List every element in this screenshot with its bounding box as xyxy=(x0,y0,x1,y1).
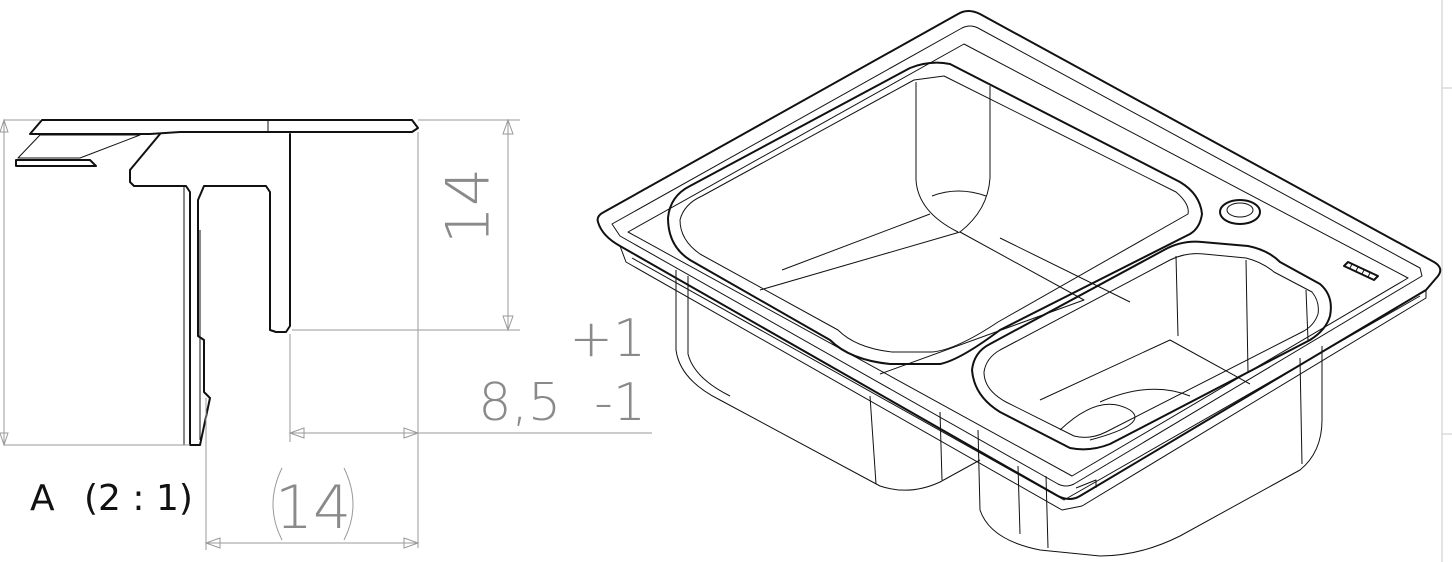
dimension-height: 14 xyxy=(292,118,520,332)
dimension-reference-text: 14 xyxy=(275,473,351,543)
detail-scale: (2 : 1) xyxy=(84,478,193,519)
dimension-tolerance-plus: +1 xyxy=(569,309,646,369)
detail-label: A (2 : 1) xyxy=(30,478,193,519)
sheet-frame xyxy=(1441,0,1452,562)
dimension-reference-width: 14 xyxy=(204,398,420,550)
sink-isometric-view xyxy=(596,10,1442,557)
dimension-height-text: 14 xyxy=(434,168,504,244)
section-detail-a xyxy=(15,119,419,446)
dimension-left-vertical xyxy=(0,118,190,447)
dimension-nominal-minus: 8,5 -1 xyxy=(478,373,646,433)
brand-plate-icon xyxy=(1343,261,1379,281)
dimension-width-toleranced: +1 8,5 -1 xyxy=(288,132,652,548)
detail-letter: A xyxy=(30,478,55,519)
